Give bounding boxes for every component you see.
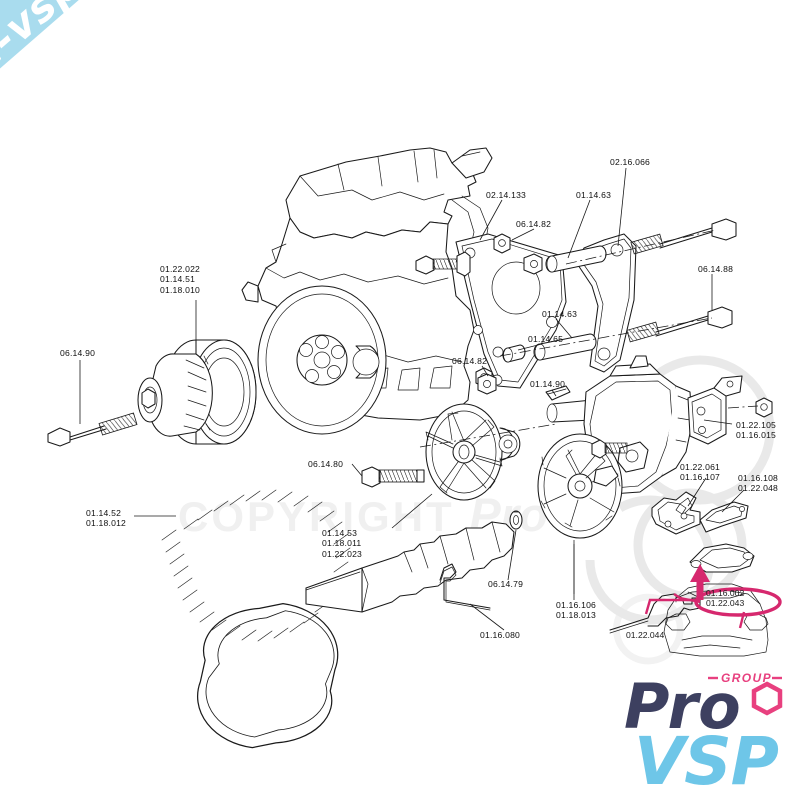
callout-water-pump-pulley: 01.14.53 01.18.011 01.22.023	[322, 528, 363, 559]
support-nut-part	[755, 397, 773, 418]
bracket-nut-lower-part	[477, 373, 497, 395]
pivot-pin-part	[545, 385, 571, 401]
bush-part	[502, 344, 526, 363]
callout-crankshaft-pulley-assembly: 01.22.022 01.14.51 01.18.010	[160, 264, 201, 295]
callout-bush: 01.14.65	[528, 334, 564, 344]
logo-hexagon-icon	[751, 681, 783, 716]
callout-circlip: 06.14.79	[488, 579, 524, 589]
logo-word-vsp: VSP	[634, 723, 779, 794]
engine-block	[241, 147, 493, 435]
callout-bracket-strap: 01.16.108 01.22.048	[738, 473, 779, 494]
pulley-bolt-part	[47, 412, 138, 447]
callout-pump-pulley-bolt: 06.14.80	[308, 459, 344, 469]
svg-text:GROUP: GROUP	[721, 671, 772, 685]
pump-pulley-bolt-part	[361, 466, 425, 488]
crankshaft-pulley	[137, 339, 257, 445]
support-bracket-part	[687, 375, 743, 445]
drive-belt-part	[161, 489, 351, 749]
callout-spacer-lower: 01.14.63	[542, 309, 578, 319]
highlight-part-numbers: 01.16.002 01.22.043	[706, 588, 745, 609]
circlip-part	[509, 510, 523, 530]
clip-rod-part	[439, 563, 491, 611]
water-pump-pulley-part	[425, 403, 521, 501]
long-bolt-lower-part	[626, 306, 733, 343]
callout-bracket-nut-lower: 06.14.82	[452, 356, 488, 366]
logo-word-pro: Pro	[624, 670, 741, 743]
provsp-logo[interactable]: GROUP Pro VSP	[612, 662, 798, 794]
callout-alternator-assembly: 01.16.106 01.18.013	[556, 600, 597, 621]
callout-support-nut: 01.22.105 01.16.015	[736, 420, 777, 441]
spacer-upper-part	[523, 245, 607, 275]
highlight-secondary-label: 01.22.044	[626, 630, 665, 640]
callout-long-bolt-upper: 06.14.88	[698, 264, 734, 274]
callout-alternator-bracket: 02.14.133	[486, 190, 527, 200]
callout-bracket-small: 01.22.061 01.16.107	[680, 462, 721, 483]
logo-tagline-group: GROUP	[708, 671, 782, 685]
callout-bracket-nut-upper: 06.14.82	[516, 219, 552, 229]
alternator-body-part	[537, 355, 693, 539]
callout-drive-belt: 01.14.52 01.18.012	[86, 508, 127, 529]
callout-adjusting-plate: 02.16.066	[610, 157, 651, 167]
callout-clip-rod: 01.16.080	[480, 630, 521, 640]
callout-pivot-pin: 01.14.90	[530, 379, 566, 389]
callout-spacer-upper: 01.14.63	[576, 190, 612, 200]
flange-gasket-part	[689, 543, 755, 573]
callout-pulley-bolt: 06.14.90	[60, 348, 96, 358]
long-bolt-upper-part	[630, 218, 737, 255]
